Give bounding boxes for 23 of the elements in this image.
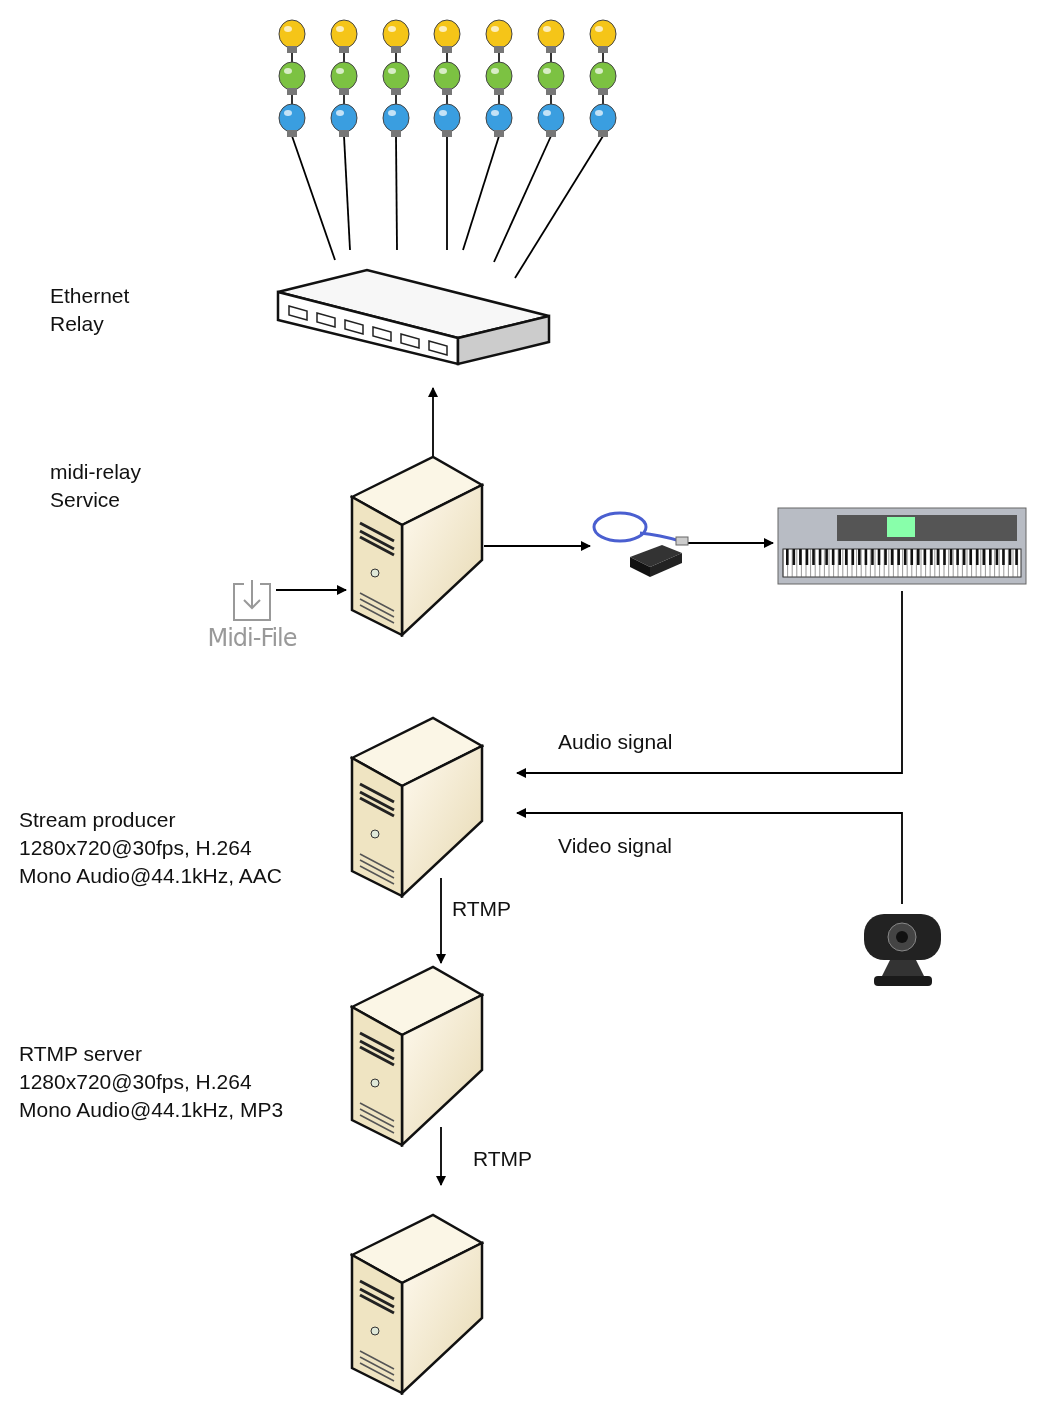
connector-line — [493, 135, 552, 263]
device-caption: 1280x720@30fps, H.264 — [19, 1069, 253, 1095]
arrow — [516, 808, 903, 905]
arrow — [428, 387, 438, 458]
connector-line — [291, 135, 336, 261]
arrow — [275, 585, 347, 595]
connector-line — [446, 135, 448, 251]
device-caption: Stream producer — [19, 807, 177, 833]
connector-line — [395, 135, 398, 251]
device-caption: Mono Audio@44.1kHz, AAC — [19, 863, 282, 889]
device-caption: Ethernet Relay — [50, 283, 131, 337]
connector-line — [462, 135, 500, 251]
file-label: Midi-File — [207, 624, 297, 652]
arrow — [436, 877, 446, 964]
connector-line — [343, 135, 351, 251]
device-caption: midi-relay Service — [50, 459, 142, 513]
arrow — [516, 590, 903, 778]
connector-line — [514, 135, 604, 279]
device-caption: 1280x720@30fps, H.264 — [19, 835, 253, 861]
device-caption: RTMP server — [19, 1041, 143, 1067]
arrow — [483, 541, 591, 551]
arrow — [436, 1126, 446, 1186]
device-caption: Mono Audio@44.1kHz, MP3 — [19, 1097, 284, 1123]
